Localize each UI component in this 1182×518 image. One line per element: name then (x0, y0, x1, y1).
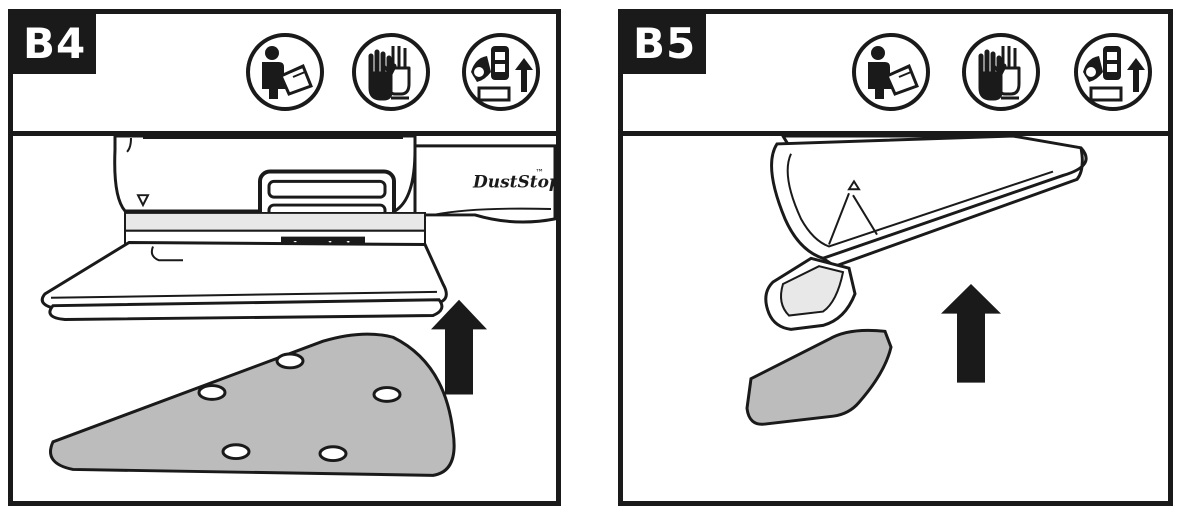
panel-header: B4 (13, 14, 556, 136)
gloves-icon (961, 32, 1041, 112)
sander-scene (623, 136, 1168, 501)
sander-scene: »hyperlock« DustStop ™ (13, 136, 556, 501)
remove-battery-icon (1073, 32, 1153, 112)
panel-header: B5 (623, 14, 1168, 136)
lift-up-arrow (941, 283, 1001, 383)
panel-b4: B4 (8, 9, 561, 506)
duststop-logo: DustStop (472, 171, 556, 191)
gloves-icon (351, 32, 431, 112)
trademark-symbol: ™ (535, 169, 544, 179)
sanding-sheet (49, 332, 456, 477)
lift-up-arrow (431, 299, 487, 395)
sanding-tip-sheet (745, 328, 893, 426)
remove-battery-icon (461, 32, 541, 112)
read-manual-icon (851, 32, 931, 112)
step-label: B5 (623, 14, 707, 74)
panel-b5: B5 (618, 9, 1173, 506)
read-manual-icon (245, 32, 325, 112)
step-label: B4 (13, 14, 97, 74)
sander-underside-illustration (745, 136, 1088, 426)
sander-illustration: »hyperlock« DustStop ™ (40, 136, 556, 477)
